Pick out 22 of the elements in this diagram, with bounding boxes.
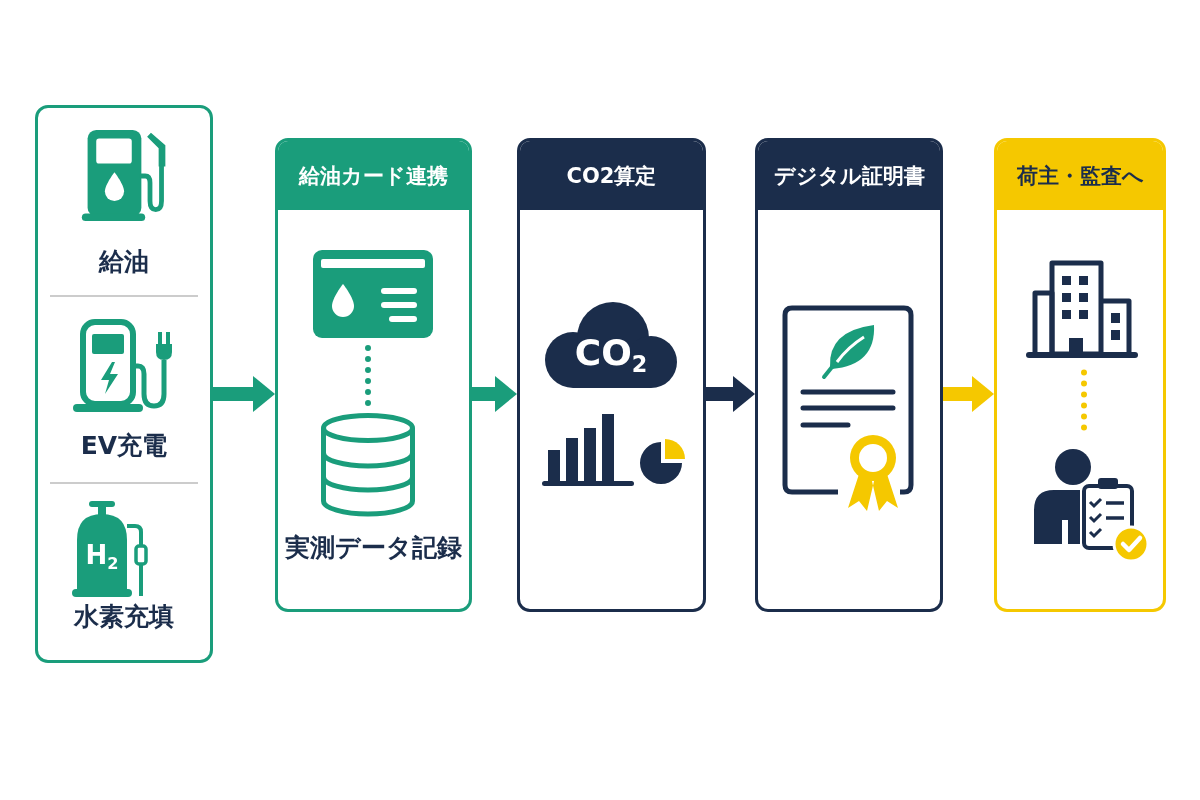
- office-building-icon: [1026, 258, 1138, 360]
- energy-type-label: 水素充填: [74, 602, 174, 632]
- step-panel: [994, 138, 1166, 612]
- arrow: [706, 376, 755, 412]
- panel-header: デジタル証明書: [758, 141, 940, 210]
- panel-header: 給油カード連携: [278, 141, 469, 210]
- co2-label: CO$_{2}$: [574, 331, 648, 375]
- arrow: [213, 376, 275, 412]
- arrow: [472, 376, 517, 412]
- step-panel: [275, 138, 472, 612]
- tank-label: H$_{2}$: [85, 540, 119, 572]
- database-icon: [320, 413, 416, 517]
- energy-type-label: 給油: [99, 247, 149, 277]
- panel-header: 荷主・監査へ: [997, 141, 1163, 210]
- node-caption: 実測データ記録: [284, 533, 462, 563]
- arrow: [943, 376, 994, 412]
- panel-header: CO2算定: [520, 141, 703, 210]
- source-panel: [35, 105, 213, 663]
- step-panel: [755, 138, 943, 612]
- step-panel: [517, 138, 706, 612]
- fuel-card-icon: [313, 250, 433, 338]
- energy-type-label: EV充電: [80, 431, 168, 461]
